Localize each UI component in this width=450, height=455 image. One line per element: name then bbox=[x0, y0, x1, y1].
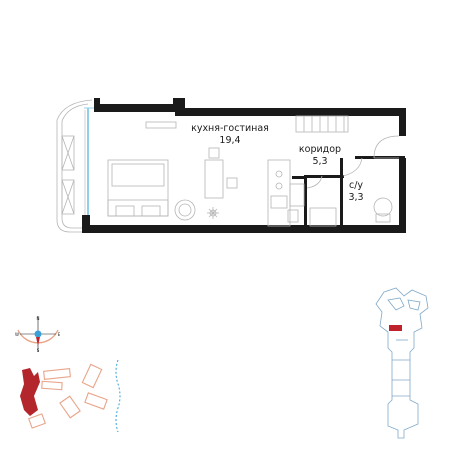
room-area: 3,3 bbox=[348, 192, 364, 203]
compass-north: N bbox=[37, 316, 40, 321]
compass-east: E bbox=[58, 332, 61, 337]
room-name: коридор bbox=[298, 144, 342, 155]
room-bathroom: с/у 3,3 bbox=[336, 180, 376, 204]
compass-south: S bbox=[37, 348, 40, 353]
window-glazing bbox=[84, 107, 96, 218]
apartment-plan bbox=[56, 98, 406, 233]
room-area: 19,4 bbox=[219, 135, 241, 146]
loggia bbox=[56, 99, 93, 233]
room-name: кухня-гостиная bbox=[191, 123, 269, 134]
selected-unit-marker bbox=[389, 325, 402, 331]
furniture bbox=[107, 115, 393, 227]
doors bbox=[306, 135, 400, 189]
room-corridor: коридор 5,3 bbox=[290, 144, 350, 168]
building-key-plan bbox=[375, 287, 429, 439]
room-name: с/у bbox=[348, 180, 364, 191]
walls bbox=[82, 98, 406, 233]
compass bbox=[17, 316, 59, 352]
room-area: 5,3 bbox=[312, 156, 328, 167]
compass-west: W bbox=[15, 332, 19, 337]
room-living-kitchen: кухня-гостиная 19,4 bbox=[180, 123, 280, 147]
site-plan bbox=[20, 359, 121, 433]
